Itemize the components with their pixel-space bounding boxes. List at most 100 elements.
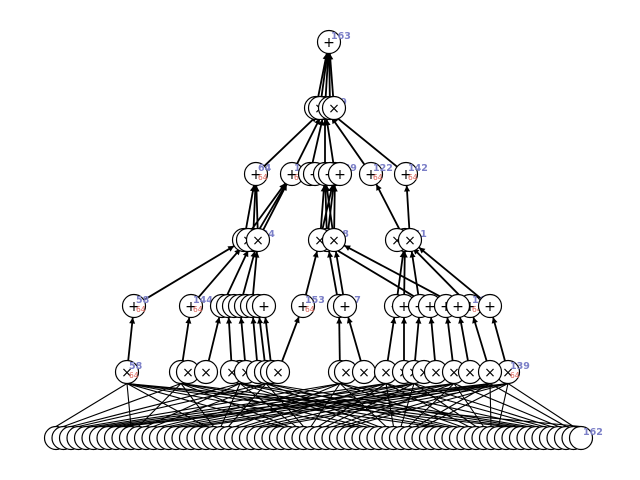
edge-arrowhead <box>253 251 260 258</box>
edge-line <box>245 185 255 229</box>
op-symbol: + <box>400 167 412 183</box>
op-symbol: + <box>365 167 377 183</box>
input-edge <box>239 382 522 428</box>
node-stacked-3: × <box>321 95 347 121</box>
input-edge <box>273 382 509 428</box>
edge-arrowhead <box>242 250 249 258</box>
edge-arrowhead <box>376 184 382 191</box>
node-stacked-40: × <box>351 359 377 385</box>
input-edge <box>408 383 455 427</box>
node-root-0: +163 <box>316 29 351 55</box>
op-symbol: × <box>404 233 416 249</box>
edges-layer <box>55 53 582 428</box>
input-edge <box>489 383 567 427</box>
edge-line <box>127 317 134 361</box>
node-id-label: 122 <box>373 163 393 174</box>
edge-arrowhead <box>312 251 319 258</box>
node-sub-label: 64 <box>408 173 418 182</box>
node-sub-label: 64 <box>373 173 383 182</box>
edge-line <box>255 185 259 229</box>
edge-arrowhead <box>404 185 411 192</box>
input-edge <box>153 382 267 428</box>
input-edge <box>415 383 491 427</box>
edge-line <box>410 251 420 295</box>
nodes-layer: +163×16964+6464+16664+13964+12264+14264×… <box>43 29 603 451</box>
input-edge <box>453 382 559 428</box>
edge-arrowhead <box>324 185 331 192</box>
op-symbol: × <box>182 365 194 381</box>
input-edge <box>115 382 491 428</box>
input-edge <box>126 383 132 427</box>
edge-line <box>412 247 463 299</box>
edge-line <box>418 246 482 300</box>
edge-line <box>330 116 366 166</box>
edge-line <box>240 317 246 361</box>
edge-line <box>317 53 328 97</box>
node-id-label: 163 <box>331 31 351 42</box>
op-symbol: × <box>340 365 352 381</box>
input-edge <box>239 382 372 428</box>
node-id-label: 58 <box>136 295 150 306</box>
edge-line <box>258 317 266 361</box>
node-id-label: 139 <box>510 361 530 372</box>
input-edge <box>385 382 544 428</box>
edge-arrowhead <box>214 317 221 324</box>
node-stacked-38: × <box>265 359 291 385</box>
node-sub-label: 64 <box>472 305 482 314</box>
op-symbol: + <box>128 299 140 315</box>
op-symbol: × <box>358 365 370 381</box>
op-symbol: + <box>286 167 298 183</box>
edge-arrowhead <box>491 317 498 324</box>
input-edge <box>126 382 282 428</box>
op-symbol: × <box>272 365 284 381</box>
edge-line <box>304 250 319 296</box>
edge-line <box>258 183 287 231</box>
node-id-label: 144 <box>193 295 213 306</box>
edge-arrowhead <box>129 317 136 324</box>
edge-arrowhead <box>226 317 233 324</box>
edge-line <box>333 114 398 168</box>
edge-line <box>252 251 258 295</box>
edge-arrowhead <box>327 53 334 60</box>
edge-line <box>333 185 336 229</box>
edge-line <box>226 250 249 296</box>
op-symbol: + <box>334 167 346 183</box>
edge-line <box>252 185 257 229</box>
op-symbol: × <box>430 365 442 381</box>
op-symbol: × <box>328 233 340 249</box>
input-edge <box>333 382 455 428</box>
node-stacked-15: × <box>397 227 423 253</box>
edge-line <box>338 317 341 361</box>
edge-line <box>386 317 396 361</box>
op-symbol: × <box>380 365 392 381</box>
node-stacked-30: + <box>477 293 503 319</box>
edge-line <box>252 317 258 361</box>
op-symbol: + <box>258 299 270 315</box>
op-symbol: + <box>452 299 464 315</box>
node-stacked-29: + <box>445 293 471 319</box>
edge-arrowhead <box>257 317 264 324</box>
edge-line <box>328 53 335 97</box>
edge-arrowhead <box>253 185 260 192</box>
edge-line <box>324 53 330 97</box>
edge-arrowhead <box>401 251 408 258</box>
op-symbol: + <box>297 299 309 315</box>
edge-line <box>329 245 421 301</box>
edge-arrowhead <box>238 317 245 324</box>
edge-arrowhead <box>281 184 287 191</box>
edge-line <box>143 245 235 301</box>
node-stacked-48: × <box>477 359 503 385</box>
input-edge <box>180 382 364 428</box>
op-symbol: + <box>398 299 410 315</box>
op-symbol: × <box>200 365 212 381</box>
edge-arrowhead <box>336 317 343 324</box>
node-stacked-11: × <box>245 227 271 253</box>
node-id-label: 153 <box>305 295 325 306</box>
op-symbol: + <box>484 299 496 315</box>
edge-line <box>264 317 272 361</box>
node-sub-label: 64 <box>129 371 139 380</box>
op-symbol: + <box>323 35 335 51</box>
